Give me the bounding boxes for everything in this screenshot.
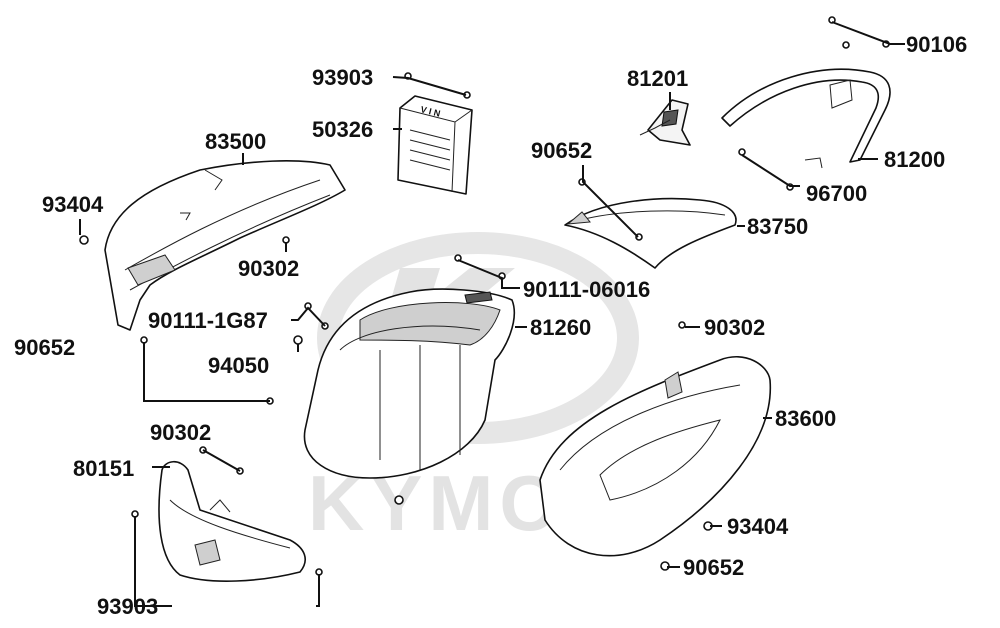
part-labels: 90106 93903 81201 50326 83500 90652 8120… [14,32,967,619]
label-90111-1G87: 90111-1G87 [148,308,268,333]
label-81200: 81200 [884,147,945,172]
part-81200-grab-rail [721,68,891,169]
fasteners [79,16,890,576]
label-83600: 83600 [775,406,836,431]
label-90302-left: 90302 [238,256,299,281]
label-93404-right: 93404 [727,514,789,539]
leader-lines [79,21,905,607]
label-90652-mid: 90652 [531,138,592,163]
part-83750-rear-center-cover [564,197,737,269]
label-83750: 83750 [747,214,808,239]
part-83600-body-cover [539,355,772,557]
label-90106: 90106 [906,32,967,57]
part-50326-vin-plate: V I N [397,95,473,195]
label-93903-top: 93903 [312,65,373,90]
label-93903-bottom: 93903 [97,594,158,619]
label-83500: 83500 [205,129,266,154]
label-81260: 81260 [530,315,591,340]
label-93404-left: 93404 [42,192,104,217]
label-90652-right: 90652 [683,555,744,580]
part-80151-lower-cover [158,460,306,582]
part-81201-bracket [639,99,691,146]
part-81260-helmet-box [303,288,516,479]
label-81201: 81201 [627,66,688,91]
label-50326: 50326 [312,117,373,142]
label-90111-06016: 90111-06016 [523,277,650,302]
label-80151: 80151 [73,456,134,481]
label-94050: 94050 [208,353,269,378]
label-96700: 96700 [806,181,867,206]
part-83500-front-inner-cover [104,160,346,331]
vin-stamp: V I N [420,104,442,119]
label-90302-bottom: 90302 [150,420,211,445]
label-90302-right: 90302 [704,315,765,340]
label-90652-left: 90652 [14,335,75,360]
